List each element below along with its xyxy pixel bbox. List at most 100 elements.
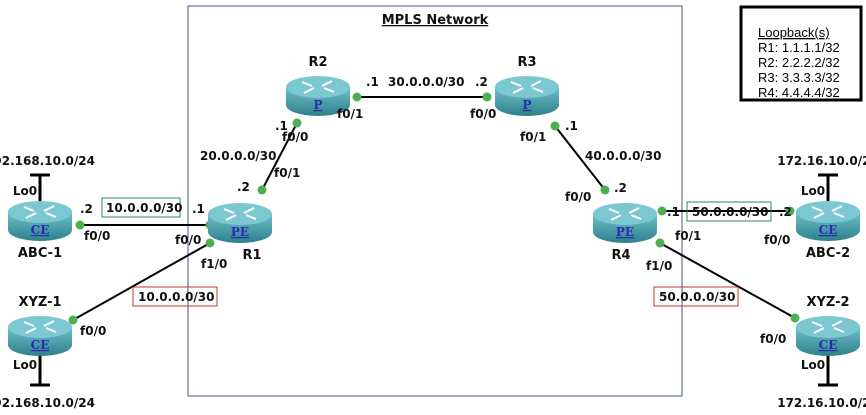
router-role: P bbox=[313, 98, 322, 112]
router-role: CE bbox=[31, 223, 50, 237]
ip-label: .1 bbox=[366, 75, 379, 89]
router-name: R3 bbox=[517, 55, 536, 70]
loopback-r2: R2: 2.2.2.2/32 bbox=[758, 55, 840, 70]
interface-dot bbox=[550, 121, 560, 131]
subnet-r4-xyz2: 50.0.0.0/30 bbox=[659, 290, 736, 304]
router-arrows-icon bbox=[301, 80, 335, 94]
ip-label: .2 bbox=[614, 181, 627, 195]
router-role: CE bbox=[819, 338, 838, 352]
subnet-box bbox=[686, 201, 772, 222]
interface-label: f0/1 bbox=[675, 229, 701, 243]
interface-label: f0/0 bbox=[760, 332, 786, 346]
interface-dot bbox=[75, 220, 85, 230]
interface-dot bbox=[352, 92, 362, 102]
subnet-r2-r3: 30.0.0.0/30 bbox=[388, 75, 465, 89]
interface-label: f0/1 bbox=[520, 130, 546, 144]
interface-dot bbox=[482, 92, 492, 102]
link-cable bbox=[554, 125, 606, 191]
loopback-r1: R1: 1.1.1.1/32 bbox=[758, 40, 840, 55]
ip-label: .2 bbox=[237, 180, 250, 194]
loopback-network: 172.16.10.0/24 bbox=[777, 154, 866, 168]
router-r1[interactable]: PE R1 bbox=[208, 203, 272, 263]
router-r3[interactable]: P R3 bbox=[495, 55, 559, 116]
router-arrows-icon bbox=[811, 205, 845, 219]
loopback-label: Lo0 bbox=[13, 184, 37, 198]
router-role: CE bbox=[819, 223, 838, 237]
ip-label: .1 bbox=[192, 202, 205, 216]
interface-label: f1/0 bbox=[646, 259, 672, 273]
interface-dot bbox=[657, 206, 667, 216]
interface-dot bbox=[205, 238, 215, 248]
router-arrows-icon bbox=[223, 207, 257, 221]
loopback-legend: Loopback(s) R1: 1.1.1.1/32 R2: 2.2.2.2/3… bbox=[739, 5, 863, 102]
loopback-label: Lo0 bbox=[13, 358, 37, 372]
router-abc2[interactable]: CE ABC-2 Lo0 172.16.10.0/24 bbox=[777, 154, 866, 261]
router-arrows-icon bbox=[23, 320, 57, 334]
router-role: P bbox=[522, 98, 531, 112]
loopback-network: 172.16.10.0/24 bbox=[777, 396, 866, 410]
interface-dot bbox=[292, 118, 302, 128]
loopback-r3: R3: 3.3.3.3/32 bbox=[758, 70, 840, 85]
router-role: PE bbox=[231, 225, 249, 239]
router-arrows-icon bbox=[608, 207, 642, 221]
ip-label: .2 bbox=[475, 75, 488, 89]
subnet-box bbox=[132, 286, 218, 307]
interface-dot bbox=[790, 313, 800, 323]
loopback-network: 192.168.10.0/24 bbox=[0, 154, 95, 168]
interface-label: f0/1 bbox=[337, 107, 363, 121]
router-abc1[interactable]: CE ABC-1 Lo0 192.168.10.0/24 bbox=[0, 154, 95, 261]
router-arrows-icon bbox=[811, 320, 845, 334]
ip-label: .1 bbox=[565, 119, 578, 133]
subnet-box bbox=[101, 197, 181, 218]
ip-label: .2 bbox=[80, 202, 93, 216]
loopback-label: Lo0 bbox=[801, 358, 825, 372]
interface-dot bbox=[655, 238, 665, 248]
router-name: ABC-2 bbox=[806, 246, 850, 261]
interface-label: f1/0 bbox=[201, 257, 227, 271]
mpls-network-title: MPLS Network bbox=[382, 13, 489, 28]
router-r2[interactable]: P R2 bbox=[286, 55, 350, 116]
loopback-heading: Loopback(s) bbox=[758, 25, 830, 40]
interface-label: f0/0 bbox=[175, 233, 201, 247]
router-role: PE bbox=[616, 225, 634, 239]
router-name: R2 bbox=[308, 55, 327, 70]
router-r4[interactable]: PE R4 bbox=[593, 203, 657, 263]
link-cable bbox=[72, 242, 211, 321]
subnet-abc1-r1: 10.0.0.0/30 bbox=[106, 201, 183, 215]
loopback-r4: R4: 4.4.4.4/32 bbox=[758, 85, 840, 100]
interface-dot bbox=[785, 206, 795, 216]
subnet-r3-r4: 40.0.0.0/30 bbox=[585, 149, 662, 163]
link-cable bbox=[659, 242, 796, 319]
interface-dot bbox=[257, 185, 267, 195]
loopback-label: Lo0 bbox=[801, 184, 825, 198]
interface-dot bbox=[600, 185, 610, 195]
ip-label: .1 bbox=[275, 119, 288, 133]
router-name: XYZ-1 bbox=[18, 295, 61, 310]
router-name: ABC-1 bbox=[18, 246, 62, 261]
ip-label: .2 bbox=[779, 205, 792, 219]
interface-label: f0/0 bbox=[764, 233, 790, 247]
router-arrows-icon bbox=[510, 80, 544, 94]
ip-label: .1 bbox=[667, 205, 680, 219]
interface-label: f0/0 bbox=[80, 324, 106, 338]
interface-label: f0/0 bbox=[470, 107, 496, 121]
subnet-r1-r2: 20.0.0.0/30 bbox=[200, 149, 277, 163]
interface-label: f0/0 bbox=[282, 130, 308, 144]
link-labels: 20.0.0.0/30 .2 f0/1 .1 f0/0 30.0.0.0/30 … bbox=[80, 75, 792, 346]
subnet-r4-abc2: 50.0.0.0/30 bbox=[692, 205, 769, 219]
interface-label: f0/1 bbox=[274, 166, 300, 180]
mpls-network-boundary bbox=[187, 5, 683, 397]
router-name: R4 bbox=[611, 248, 630, 263]
interface-dot bbox=[68, 315, 78, 325]
router-role: CE bbox=[31, 338, 50, 352]
subnet-r1-xyz1: 10.0.0.0/30 bbox=[138, 290, 215, 304]
loopback-network: 192.168.10.0/24 bbox=[0, 396, 95, 410]
router-name: XYZ-2 bbox=[806, 295, 849, 310]
interface-label: f0/0 bbox=[84, 229, 110, 243]
router-arrows-icon bbox=[23, 205, 57, 219]
router-name: R1 bbox=[242, 248, 261, 263]
interface-label: f0/0 bbox=[565, 190, 591, 204]
